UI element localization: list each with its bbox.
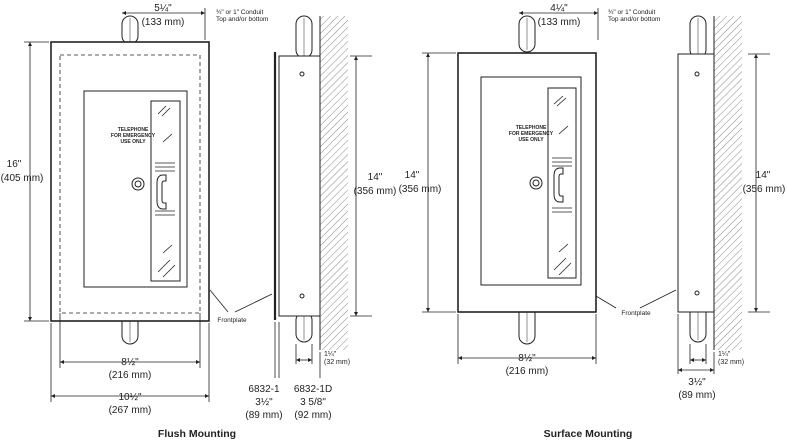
flush-wall	[320, 16, 348, 350]
flush-door-text-3: USE ONLY	[120, 139, 146, 145]
flush-conduit-offset: 5¼"	[154, 2, 172, 14]
surface-side-height: 14"	[756, 170, 771, 181]
model-b: 6832-1D	[294, 384, 332, 395]
surface-height-mm: (356 mm)	[399, 184, 442, 195]
lock-icon	[131, 177, 145, 191]
flush-top-conduit	[121, 15, 139, 45]
surface-lock-icon	[529, 176, 543, 190]
model-b-depth: 3 5/8"	[300, 397, 326, 408]
surface-side-view	[677, 15, 742, 350]
surface-side-height-mm: (356 mm)	[743, 184, 786, 195]
surface-conduit-note-2: Top and/or bottom	[608, 16, 660, 23]
flush-backbox-outline	[59, 54, 201, 314]
model-b-depth-mm: (92 mm)	[294, 410, 331, 421]
surface-door	[480, 76, 582, 286]
flush-height-mm: (405 mm)	[1, 173, 44, 184]
flush-side-conduit: 1¼"	[324, 351, 337, 358]
surface-handset-icon	[553, 167, 564, 203]
surface-side-dimensions	[677, 53, 770, 374]
flush-conduit-note-1: ¾" or 1" Conduit	[216, 9, 263, 16]
flush-height: 16"	[7, 159, 22, 170]
surface-height: 14"	[405, 170, 420, 181]
flush-outer-width: 10½"	[118, 392, 141, 403]
surface-front-view	[457, 15, 597, 345]
model-a: 6832-1	[248, 384, 280, 395]
surface-wall	[714, 16, 742, 350]
surface-inner-width-mm: (216 mm)	[506, 366, 549, 377]
flush-conduit-note-2: Top and/or bottom	[216, 16, 268, 23]
flush-front-view	[50, 15, 210, 345]
handset-icon	[156, 174, 167, 210]
surface-inner-width: 8½"	[518, 353, 536, 364]
model-a-depth-mm: (89 mm)	[245, 410, 282, 421]
surface-door-text-2: FOR EMERGENCY	[509, 131, 554, 137]
flush-frontplate-label: Frontplate	[217, 317, 247, 324]
flush-inner-width: 8½"	[121, 357, 139, 368]
surface-title: Surface Mounting	[544, 428, 633, 440]
flush-title: Flush Mounting	[158, 428, 236, 440]
surface-door-text-3: USE ONLY	[518, 137, 544, 143]
surface-conduit-offset-mm: (133 mm)	[538, 17, 581, 28]
flush-dimensions	[24, 8, 273, 402]
surface-depth: 3½"	[688, 377, 706, 388]
flush-door-text-1: TELEPHONE	[118, 127, 149, 133]
surface-depth-mm: (89 mm)	[678, 390, 715, 401]
flush-door-text-2: FOR EMERGENCY	[111, 133, 156, 139]
flush-outer-width-mm: (267 mm)	[109, 405, 152, 416]
surface-dimensions	[422, 8, 677, 364]
flush-conduit-offset-mm: (133 mm)	[142, 17, 185, 28]
surface-side-conduit-mm: (32 mm)	[718, 359, 744, 366]
surface-frontplate-label: Frontplate	[621, 310, 651, 317]
surface-conduit-note-1: ¾" or 1" Conduit	[608, 9, 655, 16]
flush-side-dimensions	[274, 55, 372, 378]
flush-side-height-mm: (356 mm)	[354, 186, 397, 197]
flush-side-conduit-mm: (32 mm)	[324, 359, 350, 366]
surface-door-text-1: TELEPHONE	[516, 125, 547, 131]
flush-side-view	[273, 15, 348, 350]
model-a-depth: 3½"	[255, 397, 273, 408]
surface-top-conduit	[518, 15, 536, 53]
surface-conduit-offset: 4¼"	[550, 2, 568, 14]
surface-bottom-conduit	[518, 303, 536, 345]
flush-side-height: 14"	[368, 172, 383, 183]
flush-inner-width-mm: (216 mm)	[109, 370, 152, 381]
surface-side-conduit: 1¼"	[718, 351, 731, 358]
